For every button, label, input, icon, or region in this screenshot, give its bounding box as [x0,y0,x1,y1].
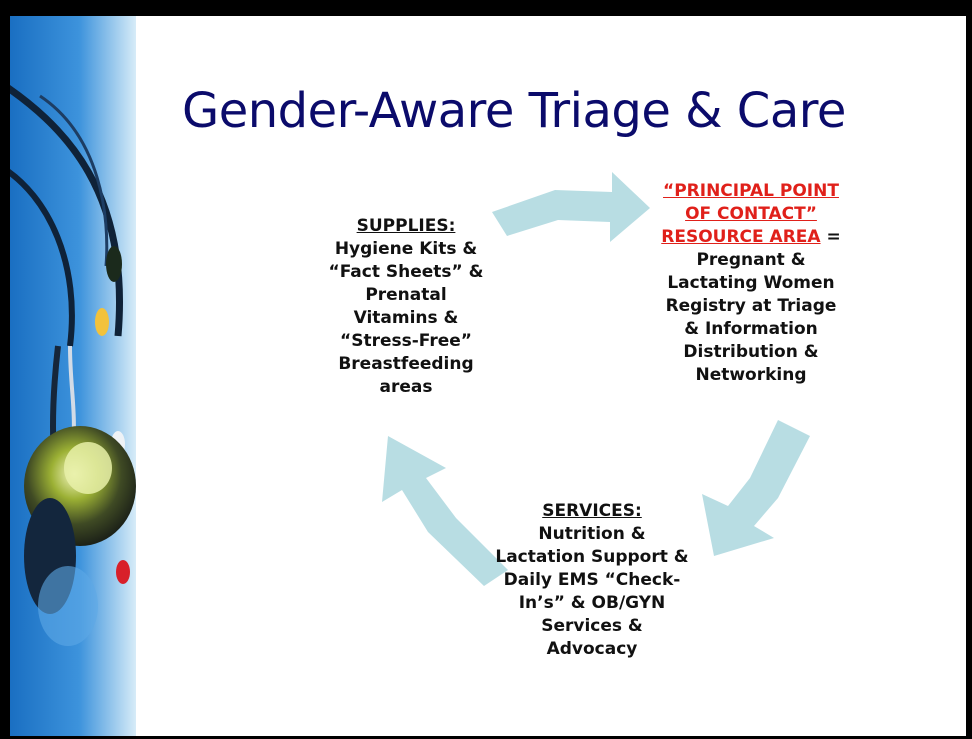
supplies-line: “Fact Sheets” & [328,262,484,282]
services-line: Nutrition & [538,524,646,544]
services-heading: SERVICES: [542,501,642,521]
contact-equals: = [820,227,841,247]
slide: Gender-Aware Triage & Care SUPPLIES: Hyg… [10,16,966,736]
arrow-top [492,172,650,242]
arrow-right [702,420,810,556]
supplies-line: Prenatal [365,285,447,305]
supplies-line: “Stress-Free” [340,331,472,351]
slide-title: Gender-Aware Triage & Care [182,83,846,139]
contact-line: Lactating Women [667,273,835,293]
contact-line: Distribution & [683,342,819,362]
contact-line: Registry at Triage [665,296,837,316]
cycle-arrows [382,172,810,586]
services-line: Daily EMS “Check- [503,570,681,590]
services-line: Services & [541,616,643,636]
contact-heading-row: RESOURCE AREA = [631,226,871,249]
supplies-text: SUPPLIES: Hygiene Kits & “Fact Sheets” &… [306,215,506,399]
supplies-heading: SUPPLIES: [356,216,456,236]
contact-line: & Information [684,319,818,339]
arrow-left [382,436,508,586]
supplies-line: areas [379,377,433,397]
contact-heading-last: RESOURCE AREA [661,227,821,247]
supplies-line: Hygiene Kits & [334,239,478,259]
contact-heading-line: OF CONTACT” [685,204,817,224]
supplies-line: Vitamins & [353,308,459,328]
contact-text: “PRINCIPAL POINT OF CONTACT” RESOURCE AR… [631,180,871,387]
services-line: Lactation Support & [495,547,689,567]
services-text: SERVICES: Nutrition & Lactation Support … [472,500,712,661]
services-line: In’s” & OB/GYN [518,593,666,613]
supplies-line: Breastfeeding [338,354,474,374]
contact-heading-line: “PRINCIPAL POINT [663,181,839,201]
stethoscope-image [10,16,136,736]
contact-line: Networking [695,365,807,385]
contact-line: Pregnant & [696,250,806,270]
services-line: Advocacy [546,639,638,659]
